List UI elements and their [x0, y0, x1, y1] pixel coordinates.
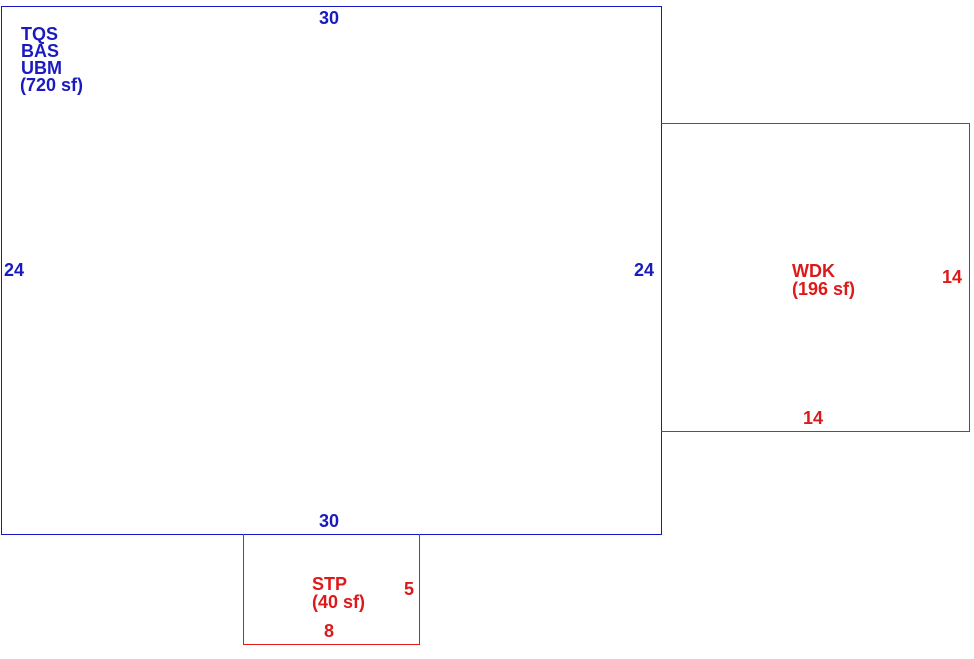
- wdk-code: WDK: [792, 261, 835, 281]
- main-code-2: BAS: [21, 41, 60, 61]
- main-code-3: UBM: [21, 58, 62, 78]
- stp-dim-right: 5: [404, 579, 415, 599]
- main-dim-left: 24: [4, 260, 25, 280]
- wdk-area-sf: (196 sf): [792, 279, 856, 299]
- stoop-outline: [243, 534, 420, 645]
- wdk-dim-bottom: 14: [803, 408, 824, 428]
- main-code-1: TQS: [21, 24, 59, 44]
- main-dim-right: 24: [634, 260, 655, 280]
- wood-deck-outline: [661, 123, 970, 432]
- wdk-dim-right: 14: [942, 267, 963, 287]
- stp-area-sf: (40 sf): [312, 592, 366, 612]
- stp-code: STP: [312, 574, 348, 594]
- main-dim-top: 30: [319, 8, 340, 28]
- main-structure-outline: [1, 6, 662, 535]
- main-area-sf: (720 sf): [20, 75, 84, 95]
- stp-dim-bottom: 8: [324, 621, 335, 641]
- main-dim-bottom: 30: [319, 511, 340, 531]
- main-area-label: TQS BAS UBM: [21, 24, 62, 78]
